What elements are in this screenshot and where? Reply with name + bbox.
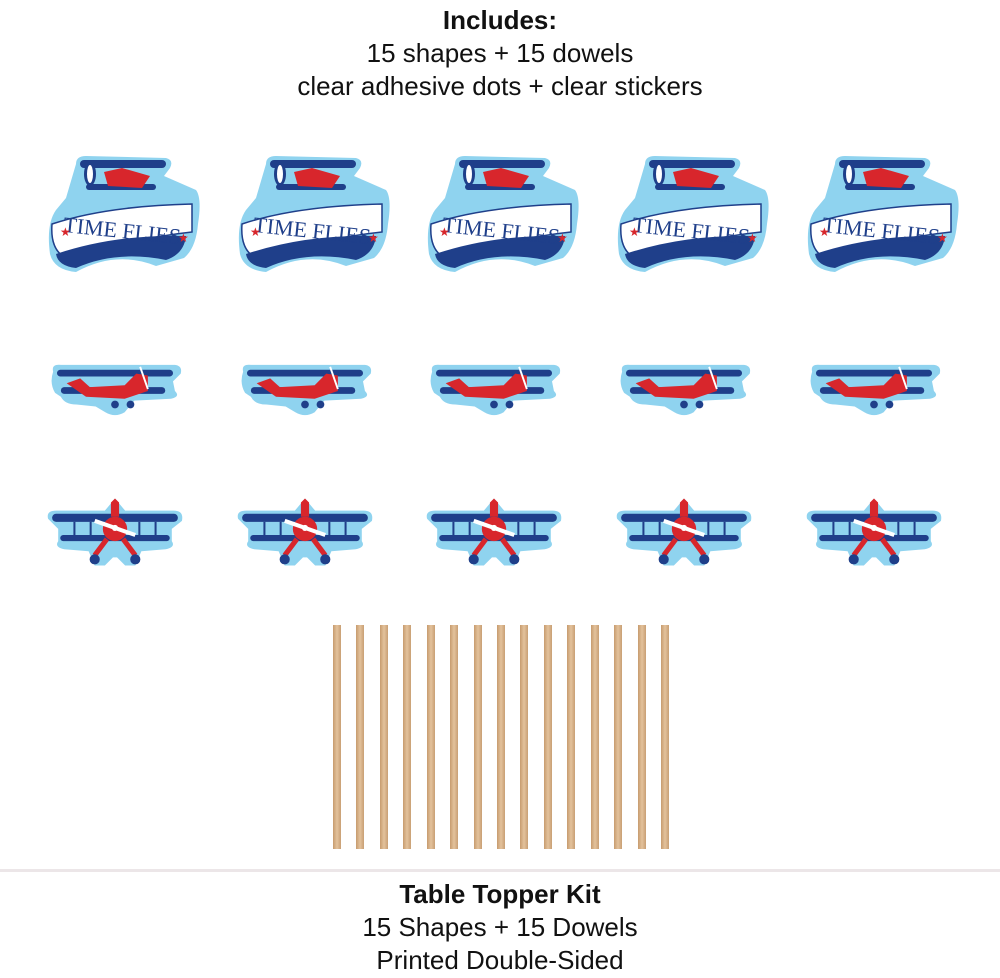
svg-text:★: ★ bbox=[368, 231, 379, 245]
dowel bbox=[614, 625, 623, 849]
front-biplane-shape bbox=[423, 498, 565, 575]
dowel bbox=[637, 625, 646, 849]
header-line-2: clear adhesive dots + clear stickers bbox=[297, 71, 703, 101]
dowel bbox=[543, 625, 552, 849]
svg-text:★: ★ bbox=[250, 225, 261, 239]
dowel bbox=[403, 625, 412, 849]
dowel bbox=[661, 625, 669, 849]
dowel bbox=[497, 625, 505, 849]
svg-text:★: ★ bbox=[178, 231, 189, 245]
svg-text:★: ★ bbox=[819, 225, 830, 239]
divider bbox=[0, 869, 1000, 872]
front-biplane-shape bbox=[234, 498, 376, 575]
svg-text:★: ★ bbox=[439, 225, 450, 239]
side-biplane-shape bbox=[613, 362, 755, 425]
front-biplane-shape bbox=[803, 498, 945, 575]
dowel bbox=[333, 625, 341, 849]
footer: Table Topper Kit 15 Shapes + 15 Dowels P… bbox=[0, 878, 1000, 977]
header-title: Includes: bbox=[442, 5, 558, 35]
svg-text:★: ★ bbox=[747, 231, 758, 245]
side-biplane-shape bbox=[423, 362, 565, 425]
dowel bbox=[590, 625, 599, 849]
dowels-group bbox=[333, 625, 669, 849]
shapes-grid: TIME FLIES ★★ TIME FLIES ★★ TIME FLIES ★… bbox=[0, 154, 959, 600]
footer-line-2: Printed Double-Sided bbox=[376, 945, 624, 975]
dowel bbox=[426, 625, 435, 849]
dowel bbox=[356, 625, 365, 849]
front-biplane-shape bbox=[613, 498, 755, 575]
time-flies-badge-shape: TIME FLIES ★★ bbox=[805, 154, 959, 284]
svg-text:★: ★ bbox=[937, 231, 948, 245]
svg-text:★: ★ bbox=[557, 231, 568, 245]
footer-line-1: 15 Shapes + 15 Dowels bbox=[362, 912, 638, 942]
header: Includes: 15 shapes + 15 dowels clear ad… bbox=[0, 4, 1000, 103]
time-flies-badge-shape: TIME FLIES ★★ bbox=[615, 154, 769, 284]
dowel bbox=[473, 625, 482, 849]
side-biplane-shape bbox=[234, 362, 376, 425]
time-flies-badge-shape: TIME FLIES ★★ bbox=[236, 154, 390, 284]
header-line-1: 15 shapes + 15 dowels bbox=[366, 38, 634, 68]
front-biplane-shape bbox=[44, 498, 186, 575]
side-biplane-shape bbox=[803, 362, 945, 425]
side-biplane-shape bbox=[44, 362, 186, 425]
svg-text:★: ★ bbox=[629, 225, 640, 239]
svg-text:★: ★ bbox=[60, 225, 71, 239]
dowel bbox=[520, 625, 529, 849]
time-flies-badge-shape: TIME FLIES ★★ bbox=[46, 154, 200, 284]
dowel bbox=[450, 625, 459, 849]
footer-title: Table Topper Kit bbox=[399, 879, 601, 909]
time-flies-badge-shape: TIME FLIES ★★ bbox=[425, 154, 579, 284]
dowel bbox=[379, 625, 388, 849]
dowel bbox=[567, 625, 576, 849]
